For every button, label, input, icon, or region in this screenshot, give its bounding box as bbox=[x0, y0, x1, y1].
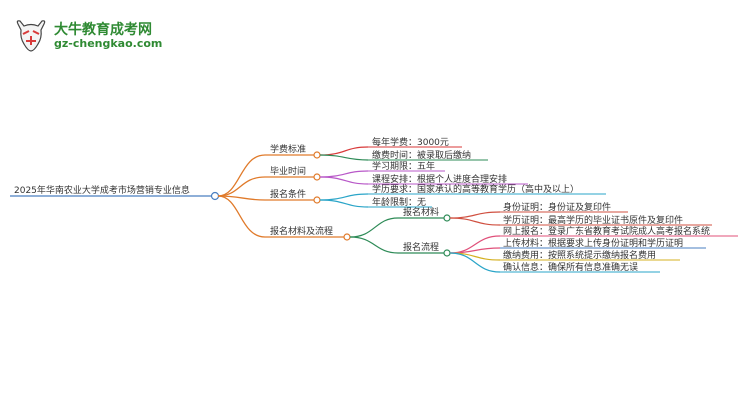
edge-to-materials bbox=[349, 217, 399, 238]
leaf-tuition-fee: 每年学费：3000元 bbox=[372, 136, 449, 148]
branch-graduation-label: 毕业时间 bbox=[270, 165, 306, 177]
leaf-tuition-time: 缴费时间：被录取后缴纳 bbox=[372, 149, 471, 161]
edge-graduation-term bbox=[319, 170, 369, 178]
edge-root-graduation bbox=[217, 176, 266, 197]
edge-to-process bbox=[349, 236, 399, 254]
edge-conditions-education bbox=[319, 193, 369, 201]
branch-tuition-dot bbox=[313, 151, 321, 159]
leaf-materials-id: 身份证明：身份证及复印件 bbox=[503, 201, 611, 213]
group-materials-label: 报名材料 bbox=[403, 206, 439, 218]
branch-materials-process-label: 报名材料及流程 bbox=[270, 225, 333, 237]
branch-graduation-dot bbox=[313, 173, 321, 181]
edge-graduation-schedule bbox=[319, 176, 369, 185]
branch-materials-process-dot bbox=[343, 233, 351, 241]
branch-conditions-dot bbox=[313, 196, 321, 204]
leaf-process-upload: 上传材料：根据要求上传身份证明和学历证明 bbox=[503, 237, 683, 249]
site-logo[interactable]: 大牛教育成考网 gz-chengkao.com bbox=[14, 16, 174, 56]
logo-url: gz-chengkao.com bbox=[54, 37, 163, 50]
edge-root-materials-process bbox=[217, 195, 266, 238]
edge-materials-degree bbox=[449, 217, 501, 226]
edge-root-conditions bbox=[217, 195, 266, 201]
group-materials-dot bbox=[443, 214, 451, 222]
logo-title: 大牛教育成考网 bbox=[54, 22, 152, 38]
edge-process-upload bbox=[449, 247, 501, 254]
branch-conditions-label: 报名条件 bbox=[270, 188, 306, 200]
leaf-process-pay: 缴纳费用：按照系统提示缴纳报名费用 bbox=[503, 249, 656, 261]
edge-materials-id bbox=[449, 211, 501, 219]
edge-root-tuition bbox=[217, 154, 266, 197]
group-process-dot bbox=[443, 249, 451, 257]
leaf-materials-degree: 学历证明：最高学历的毕业证书原件及复印件 bbox=[503, 214, 683, 226]
leaf-conditions-age: 年龄限制：无 bbox=[372, 196, 426, 208]
edge-process-confirm bbox=[449, 252, 501, 273]
branch-tuition-label: 学费标准 bbox=[270, 143, 306, 155]
leaf-process-confirm: 确认信息：确保所有信息准确无误 bbox=[503, 261, 638, 273]
leaf-graduation-schedule: 课程安排：根据个人进度合理安排 bbox=[372, 173, 507, 185]
group-process-label: 报名流程 bbox=[403, 241, 439, 253]
root-node-label: 2025年华南农业大学成考市场营销专业信息 bbox=[14, 184, 190, 196]
leaf-graduation-term: 学习期限：五年 bbox=[372, 160, 435, 172]
bull-head-logo-icon bbox=[16, 20, 46, 52]
root-connector-dot bbox=[210, 191, 220, 201]
edge-conditions-age bbox=[319, 199, 369, 208]
edge-tuition-time bbox=[319, 154, 369, 161]
leaf-conditions-education: 学历要求：国家承认的高等教育学历（高中及以上） bbox=[372, 183, 579, 195]
leaf-process-online: 网上报名：登录广东省教育考试院成人高考报名系统 bbox=[503, 225, 710, 237]
edge-tuition-fee bbox=[319, 146, 369, 156]
